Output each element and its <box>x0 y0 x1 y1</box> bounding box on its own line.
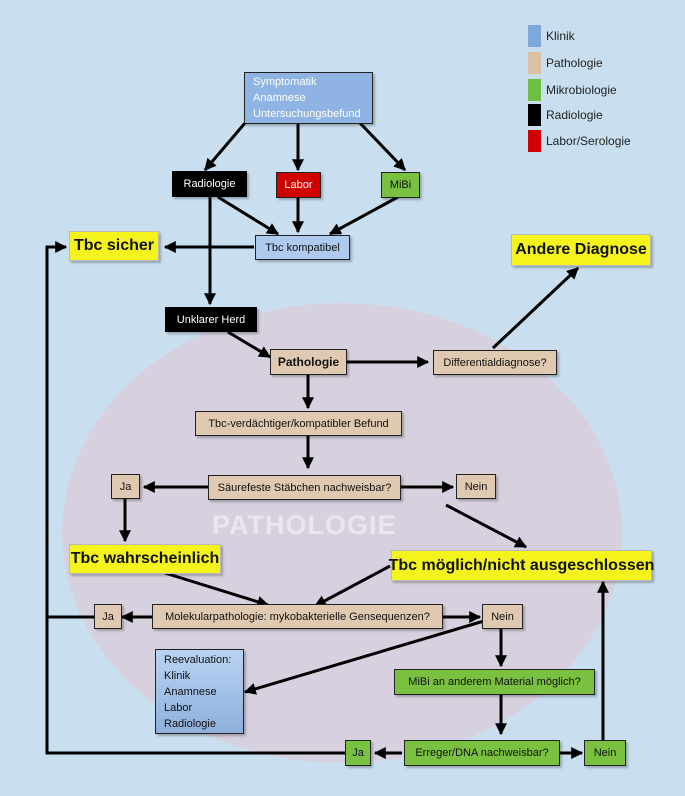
node-erreger-label: Erreger/DNA nachweisbar? <box>415 747 549 759</box>
node-ja-2: Ja <box>94 604 122 629</box>
node-reevaluation-line: Anamnese <box>164 685 217 698</box>
node-symptomatik-line: Untersuchungsbefund <box>253 108 361 120</box>
node-tbc-sicher-label: Tbc sicher <box>73 237 155 254</box>
node-nein-1: Nein <box>456 474 496 499</box>
edge-differentialdiagnose-andere-diagnose <box>491 266 580 350</box>
node-tbc-wahrscheinlich-label: Tbc wahrscheinlich <box>70 550 220 567</box>
node-tbc-kompatibel-label: Tbc kompatibel <box>265 241 340 254</box>
node-molekular: Molekularpathologie: mykobakterielle Gen… <box>152 604 443 629</box>
node-labor-label: Labor <box>284 179 313 191</box>
edge-nein-reevaluation <box>243 619 485 695</box>
node-tbc-moeglich-label: Tbc möglich/nicht ausgeschlossen <box>388 556 655 574</box>
node-pathologie-label: Pathologie <box>277 355 340 369</box>
node-tbc-wahrscheinlich: Tbc wahrscheinlich <box>69 544 221 574</box>
node-tbc-verdaechtig: Tbc-verdächtiger/kompatibler Befund <box>195 411 402 436</box>
node-unklarer-herd-label: Unklarer Herd <box>176 313 246 326</box>
node-mibi: MiBi <box>381 172 420 198</box>
node-radiologie: Radiologie <box>172 171 247 197</box>
node-nein-3: Nein <box>584 740 626 766</box>
node-nein-3-label: Nein <box>593 747 617 759</box>
node-reevaluation-line: Reevaluation: <box>164 653 232 666</box>
legend-label-radiologie: Radiologie <box>546 108 603 122</box>
legend-label-mikrobiologie: Mikrobiologie <box>546 83 617 97</box>
node-mibi-anderes: MiBi an anderem Material möglich? <box>394 669 595 695</box>
node-saeurefeste: Säurefeste Stäbchen nachweisbar? <box>208 475 401 500</box>
legend-swatch-klinik <box>528 25 541 47</box>
node-andere-diagnose-label: Andere Diagnose <box>515 241 647 258</box>
node-tbc-moeglich: Tbc möglich/nicht ausgeschlossen <box>388 550 655 581</box>
edge-radiologie-tbc-kompatibel <box>217 195 280 236</box>
node-symptomatik: Symptomatik Anamnese Untersuchungsbefund <box>244 72 373 124</box>
node-ja-1: Ja <box>111 474 140 499</box>
node-unklarer-herd: Unklarer Herd <box>165 307 257 332</box>
edge-symptomatik-radiologie <box>203 122 247 171</box>
node-tbc-kompatibel: Tbc kompatibel <box>255 235 350 260</box>
node-nein-1-label: Nein <box>464 480 488 493</box>
node-tbc-verdaechtig-label: Tbc-verdächtiger/kompatibler Befund <box>208 417 389 430</box>
node-reevaluation: Reevaluation: Klinik Anamnese Labor Radi… <box>155 649 244 734</box>
edge-tbc-moeglich-molekular <box>313 564 391 608</box>
node-differentialdiagnose: Differentialdiagnose? <box>433 350 557 375</box>
node-reevaluation-line: Labor <box>164 701 193 714</box>
legend-swatch-mikrobiologie <box>528 79 541 101</box>
edge-tbc-wahrscheinlich-molekular <box>164 571 270 608</box>
node-ja-1-label: Ja <box>119 480 132 493</box>
node-molekular-label: Molekularpathologie: mykobakterielle Gen… <box>165 610 430 623</box>
legend-label-labor-serologie: Labor/Serologie <box>546 134 631 148</box>
legend-swatch-labor-serologie <box>528 130 541 152</box>
legend-label-klinik: Klinik <box>546 29 575 43</box>
node-differentialdiagnose-label: Differentialdiagnose? <box>443 356 547 369</box>
node-reevaluation-line: Klinik <box>164 669 191 682</box>
node-ja-2-label: Ja <box>102 610 114 623</box>
legend-swatch-radiologie <box>528 104 541 126</box>
node-pathologie: Pathologie <box>270 349 347 375</box>
node-symptomatik-line: Symptomatik <box>253 76 317 88</box>
node-symptomatik-line: Anamnese <box>253 92 306 104</box>
edge-saeurefeste-tbc-moeglich <box>445 503 528 549</box>
node-mibi-anderes-label: MiBi an anderem Material möglich? <box>408 676 581 688</box>
node-ja-3: Ja <box>345 740 371 766</box>
node-nein-2: Nein <box>482 604 523 629</box>
edge-unklarer-herd-pathologie <box>227 330 272 359</box>
legend-label-pathologie: Pathologie <box>546 56 603 70</box>
node-saeurefeste-label: Säurefeste Stäbchen nachweisbar? <box>217 481 392 494</box>
node-andere-diagnose: Andere Diagnose <box>511 234 651 266</box>
edge-symptomatik-mibi <box>358 121 407 172</box>
node-ja-3-label: Ja <box>352 747 364 759</box>
legend-swatch-pathologie <box>528 52 541 74</box>
node-nein-2-label: Nein <box>491 610 514 623</box>
node-mibi-label: MiBi <box>389 179 412 191</box>
pathologie-watermark: PATHOLOGIE <box>212 510 397 540</box>
node-radiologie-label: Radiologie <box>183 178 236 190</box>
node-tbc-sicher: Tbc sicher <box>69 231 159 261</box>
node-erreger: Erreger/DNA nachweisbar? <box>404 740 560 766</box>
edge-ja-tbc-sicher-loop <box>45 241 345 755</box>
node-labor: Labor <box>276 172 321 198</box>
edge-mibi-tbc-kompatibel <box>328 195 399 236</box>
node-reevaluation-line: Radiologie <box>164 717 216 730</box>
